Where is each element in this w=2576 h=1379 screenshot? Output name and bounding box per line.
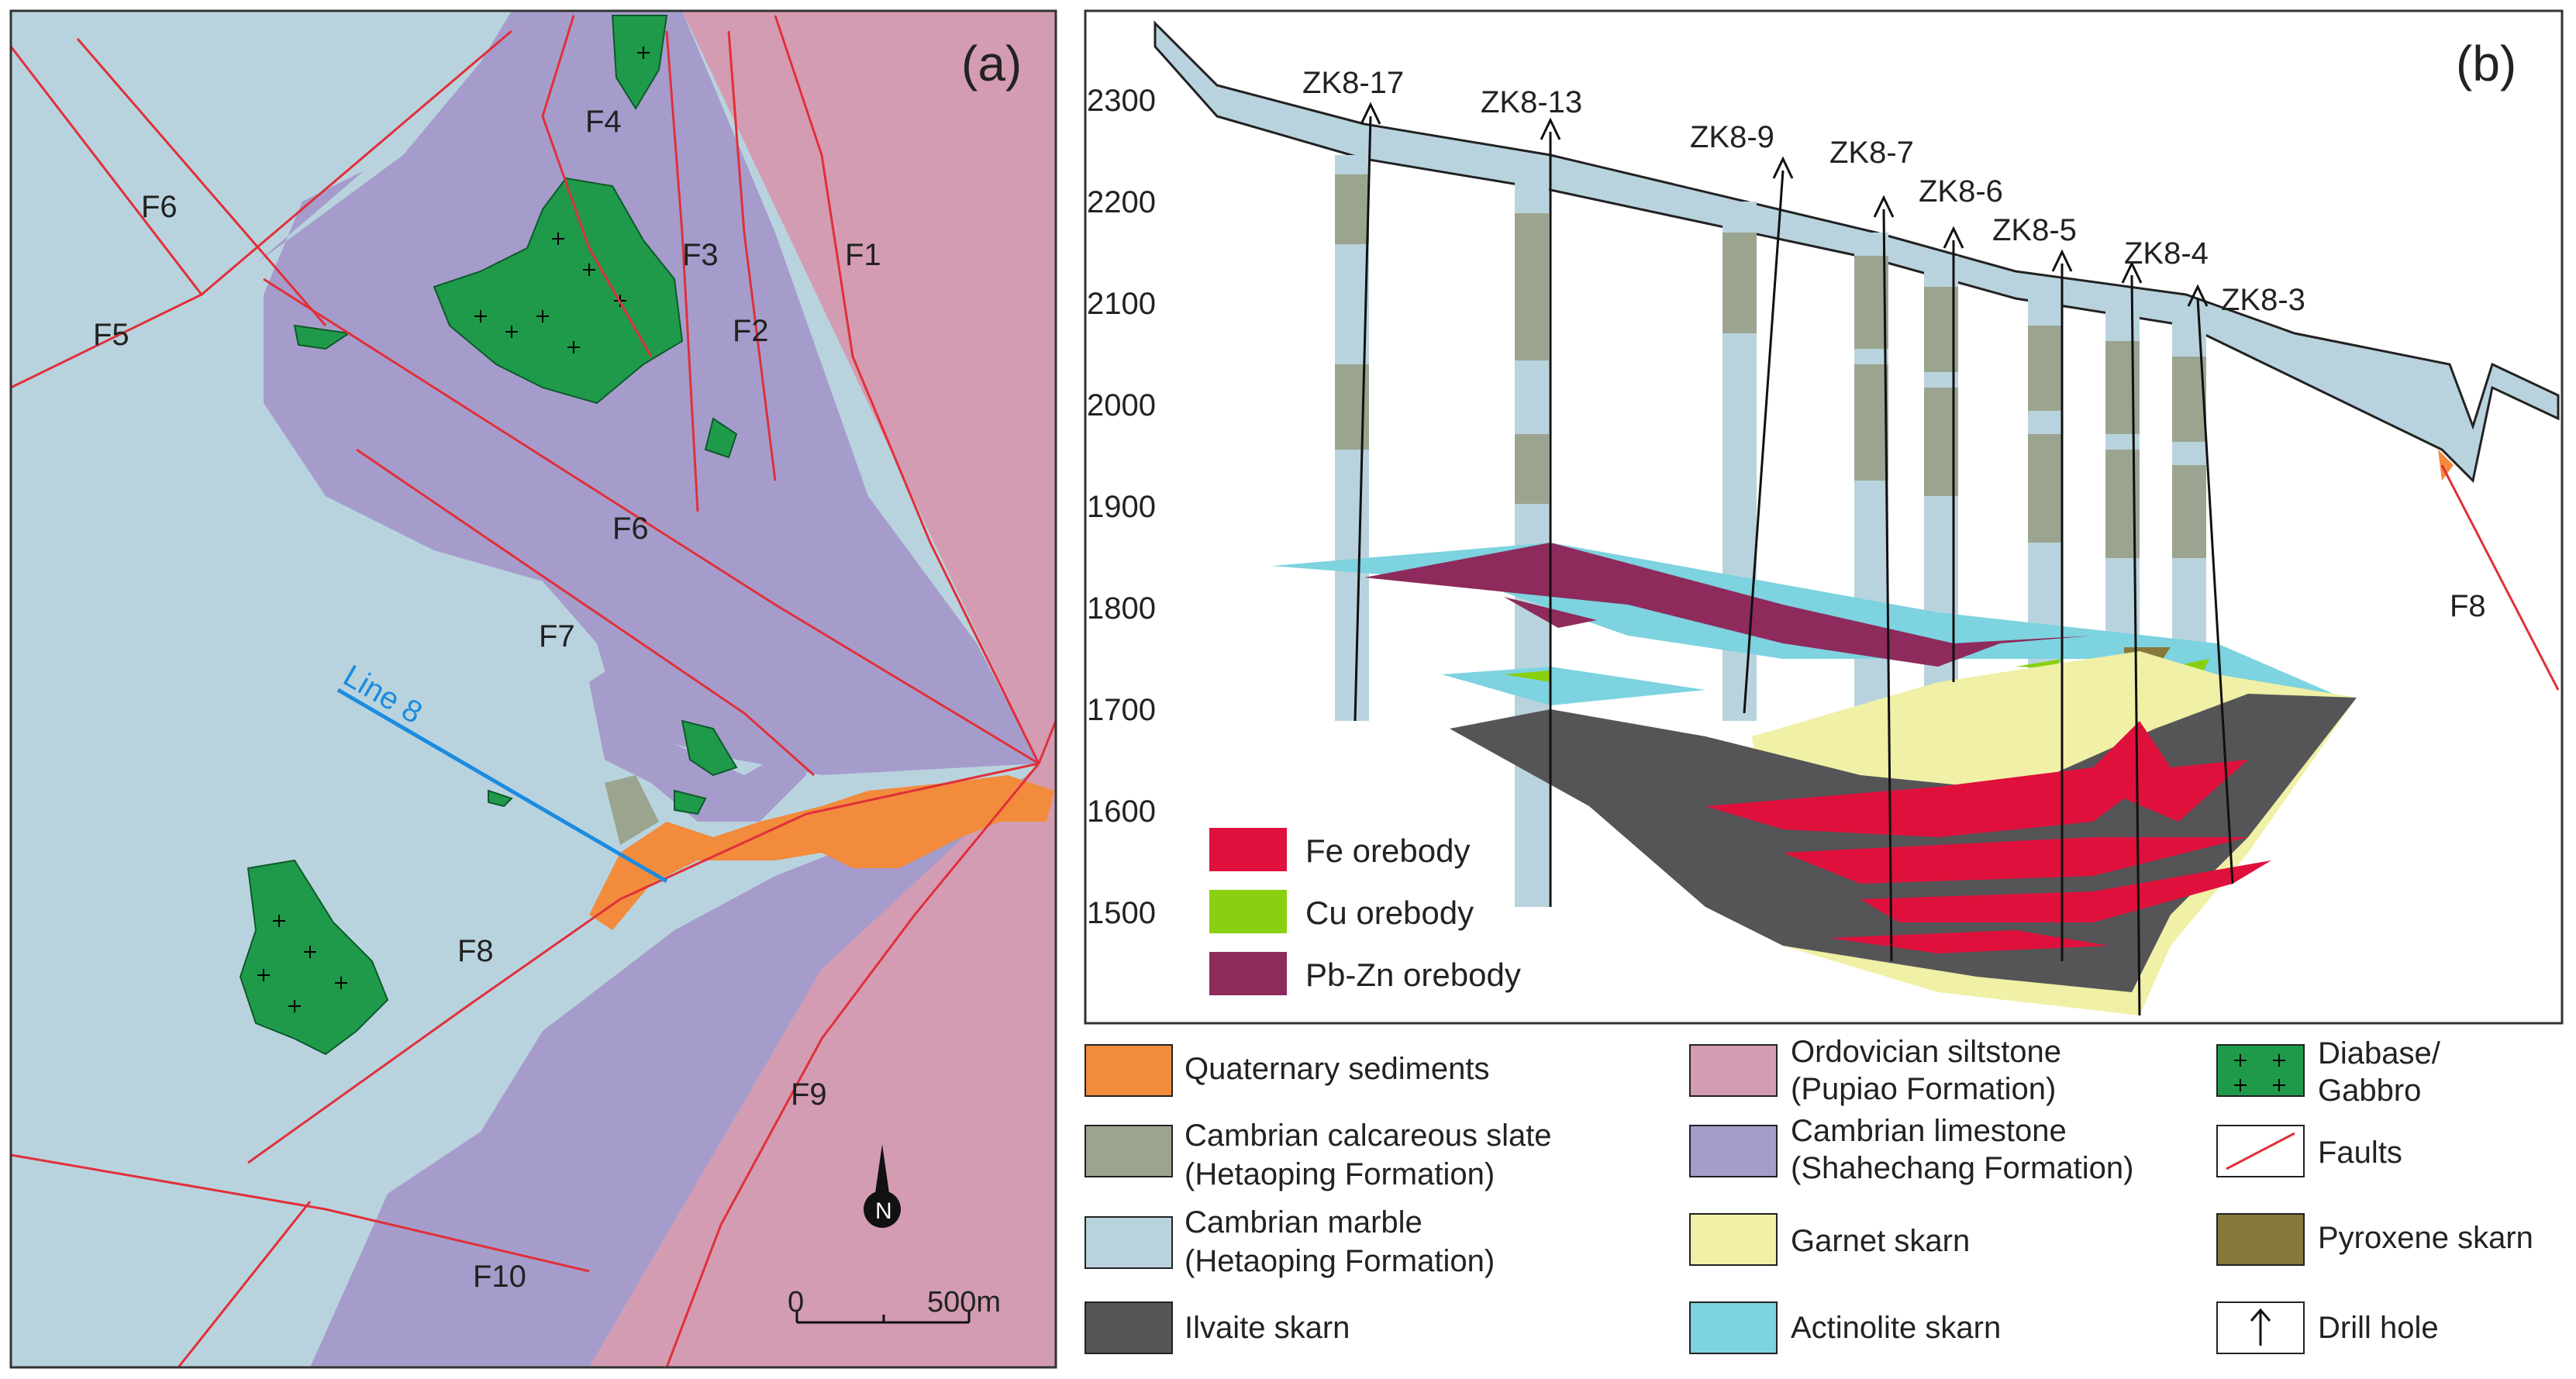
legend-swatch-marble <box>1085 1216 1173 1269</box>
fault-label-f10: F10 <box>473 1260 526 1294</box>
actinolite-skarn-lower <box>1442 667 1705 705</box>
section-fault-f8 <box>2440 464 2560 691</box>
drill-hole-label: ZK8-17 <box>1302 66 1404 100</box>
drill-hole-arrow-icons <box>1360 102 2209 307</box>
fault-line-icon <box>2226 1132 2295 1170</box>
legend-label-slate-formation: (Hetaoping Formation) <box>1185 1157 1495 1191</box>
elevation-tick: 2300 <box>1087 84 1156 118</box>
section-line-8 <box>336 688 668 884</box>
section-fault-label: F8 <box>2450 589 2486 623</box>
limestone-south-belt <box>310 775 1031 1367</box>
pb-zn-orebody-swatch <box>1209 952 1287 995</box>
legend-swatch-ilvaite <box>1085 1301 1173 1354</box>
pb-zn-orebody <box>1364 543 2093 667</box>
legend-label-actinolite: Actinolite skarn <box>1791 1311 2001 1345</box>
legend-swatch-garnet <box>1689 1213 1778 1266</box>
legend-label-pyroxene: Pyroxene skarn <box>2318 1221 2533 1255</box>
cu-orebody-label: Cu orebody <box>1305 895 1474 931</box>
cu-orebody-swatch <box>1209 890 1287 933</box>
legend-label-gabbro: Gabbro <box>2318 1074 2421 1108</box>
panel-a-map: Line 8 F1 F2 F3 F4 F5 F6 F6 F7 F8 F9 F10… <box>9 9 1057 1369</box>
fault-label-f4: F4 <box>585 105 622 139</box>
fault-label-f3: F3 <box>682 238 719 272</box>
legend-label-diabase: Diabase/ <box>2318 1036 2441 1070</box>
drill-hole-label: ZK8-9 <box>1690 120 1774 154</box>
elevation-tick: 1900 <box>1087 490 1156 524</box>
panel-a-label: (a) <box>961 36 1022 91</box>
legend-swatch-slate <box>1085 1125 1173 1177</box>
panel-b-section: ZK8-17 ZK8-13 ZK8-9 ZK8-7 ZK8-6 ZK8-5 ZK… <box>1084 9 2564 1025</box>
scale-end: 500m <box>927 1286 1001 1319</box>
elevation-tick: 1500 <box>1087 896 1156 930</box>
drill-hole-label: ZK8-5 <box>1992 213 2077 247</box>
scale-bar: 0 500m <box>788 1286 1001 1324</box>
elevation-axis: 2300 2200 2100 2000 1900 1800 1700 1600 … <box>1087 84 1156 930</box>
fe-orebody-swatch <box>1209 828 1287 871</box>
panel-a-frame <box>9 9 1057 1369</box>
legend-label-ordovician: Ordovician siltstone <box>1791 1035 2061 1069</box>
elevation-tick: 1700 <box>1087 693 1156 727</box>
drill-hole-label: ZK8-4 <box>2124 236 2209 271</box>
orebody-legend: Fe orebody Cu orebody Pb-Zn orebody <box>1209 828 1521 995</box>
fault-label-f2: F2 <box>733 314 769 348</box>
fe-orebody <box>1705 721 2271 953</box>
main-legend: Quaternary sediments Cambrian calcareous… <box>1085 1035 2533 1354</box>
fault-label-f7: F7 <box>539 619 575 653</box>
fault-label-f1: F1 <box>845 238 881 272</box>
legend-label-garnet: Garnet skarn <box>1791 1224 1970 1258</box>
legend-swatch-diabase <box>2216 1044 2305 1097</box>
elevation-tick: 1600 <box>1087 795 1156 829</box>
limestone-north-block <box>256 11 1039 775</box>
elevation-tick: 1800 <box>1087 591 1156 626</box>
legend-label-limestone: Cambrian limestone <box>1791 1114 2067 1148</box>
drill-hole-arrow-icon <box>2250 1308 2271 1346</box>
diabase-swatch-crosses <box>2234 1054 2285 1091</box>
scale-start: 0 <box>788 1286 804 1319</box>
elevation-tick: 2200 <box>1087 185 1156 219</box>
section-quaternary <box>2438 450 2454 481</box>
legend-label-marble: Cambrian marble <box>1185 1205 1422 1239</box>
fe-orebody-label: Fe orebody <box>1305 833 1470 869</box>
legend-swatch-pyroxene <box>2216 1213 2305 1266</box>
ordovician-siltstone-zone <box>589 11 1056 1367</box>
fault-label-f5: F5 <box>93 318 129 352</box>
panel-b-label: (b) <box>2456 36 2516 91</box>
diabase-bodies <box>239 15 738 1056</box>
drill-hole-label: ZK8-13 <box>1481 85 1582 119</box>
drill-hole-lines <box>1354 115 2234 1016</box>
legend-label-quaternary: Quaternary sediments <box>1185 1052 1490 1086</box>
fault-label-f9: F9 <box>791 1077 827 1112</box>
fault-label-f6-north: F6 <box>141 190 178 224</box>
slate-outcrop <box>605 775 659 845</box>
fault-label-f6-south: F6 <box>612 512 649 546</box>
quaternary-sediments <box>589 775 1054 930</box>
north-arrow-icon: N <box>864 1144 901 1228</box>
elevation-tick: 2100 <box>1087 287 1156 321</box>
drill-hole-label: ZK8-7 <box>1829 136 1914 170</box>
drill-hole-label: ZK8-6 <box>1919 174 2003 209</box>
fault-lines <box>9 15 1057 1368</box>
legend-swatch-actinolite <box>1689 1301 1778 1354</box>
legend-label-ordovician-formation: (Pupiao Formation) <box>1791 1072 2056 1106</box>
legend-label-drill-hole: Drill hole <box>2318 1311 2439 1345</box>
legend-label-slate: Cambrian calcareous slate <box>1185 1119 1552 1153</box>
fault-label-f8: F8 <box>457 934 494 968</box>
limestone-lobe <box>589 651 806 822</box>
legend-label-faults: Faults <box>2318 1136 2402 1170</box>
legend-swatch-ordovician <box>1689 1044 1778 1097</box>
legend-swatch-limestone <box>1689 1125 1778 1177</box>
legend-swatch-quaternary <box>1085 1044 1173 1097</box>
elevation-tick: 2000 <box>1087 388 1156 422</box>
legend-label-limestone-formation: (Shahechang Formation) <box>1791 1151 2133 1185</box>
pb-zn-orebody-label: Pb-Zn orebody <box>1305 957 1521 993</box>
legend-label-ilvaite: Ilvaite skarn <box>1185 1311 1350 1345</box>
drill-hole-label: ZK8-3 <box>2221 283 2305 317</box>
legend-label-marble-formation: (Hetaoping Formation) <box>1185 1244 1495 1278</box>
north-letter: N <box>875 1198 892 1224</box>
